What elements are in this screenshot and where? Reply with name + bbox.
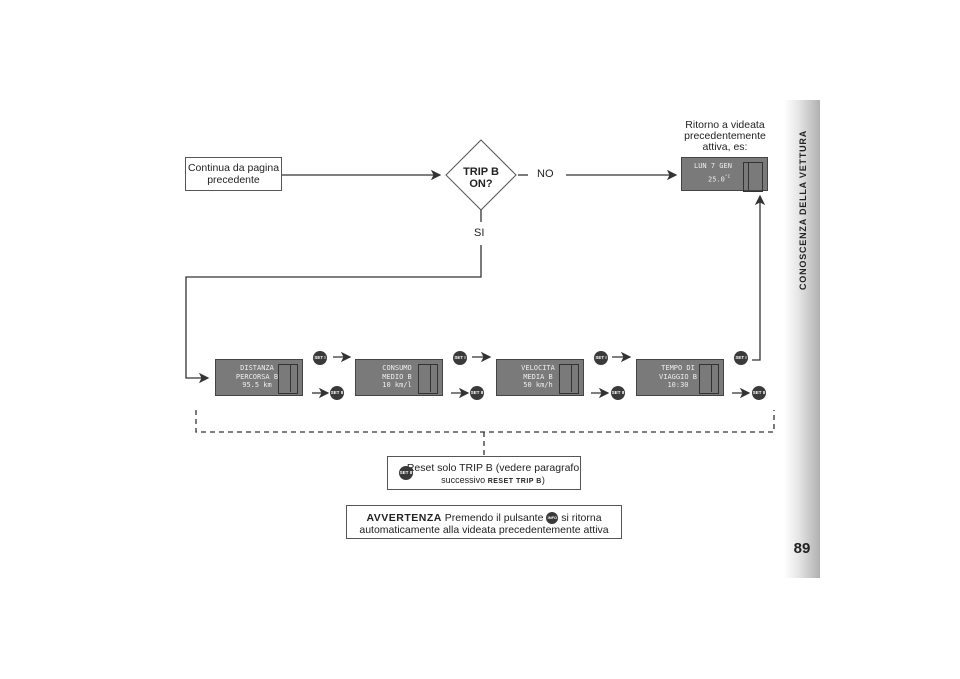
screen-line2: MEDIO B: [382, 372, 412, 381]
set-ii-button[interactable]: SET II: [611, 386, 625, 400]
screen-text: DISTANZA PERCORSA B 95.5 km: [224, 364, 291, 392]
screen-line2: MEDIA B: [523, 372, 553, 381]
decision-label: TRIP B ON?: [463, 166, 499, 190]
screen-velocita: VELOCITA MEDIA B 50 km/h: [496, 359, 584, 396]
si-path: [185, 245, 482, 384]
return-display: LUN 7 GEN 25.0°C: [681, 157, 768, 192]
set-i-button[interactable]: SET I: [313, 351, 327, 365]
screen-side: [418, 364, 438, 394]
sidebar-section-title: CONOSCENZA DELLA VETTURA: [798, 130, 808, 290]
return-display-temp-row: 25.0°C: [694, 174, 748, 184]
start-box-line1: Continua da pagina: [187, 162, 280, 174]
screen-line3: 10:30: [667, 381, 689, 389]
screen-text: CONSUMO MEDIO B 10 km/l: [364, 364, 431, 392]
return-note-line1: Ritorno a videata: [685, 119, 765, 131]
screen-line1: TEMPO DI: [661, 364, 695, 372]
set-i-button[interactable]: SET I: [453, 351, 467, 365]
screen-line2: VIAGGIO B: [659, 372, 697, 381]
return-display-screen: LUN 7 GEN 25.0°C: [690, 162, 749, 190]
screen-side: [278, 364, 298, 394]
start-box: Continua da pagina precedente: [185, 157, 282, 191]
set-ii-button[interactable]: SET II: [470, 386, 484, 400]
set-i-button[interactable]: SET I: [734, 351, 748, 365]
warning-line2: automaticamente alla videata precedentem…: [359, 524, 609, 537]
screen-line1: CONSUMO: [382, 364, 412, 372]
return-display-line1: LUN 7 GEN: [694, 162, 732, 170]
screen-text: TEMPO DI VIAGGIO B 10:30: [645, 364, 712, 392]
reset-dashed-bracket: [195, 410, 775, 456]
screen-side: [559, 364, 579, 394]
reset-line2-end: ): [541, 475, 545, 485]
reset-line1: Reset solo TRIP B (vedere paragrafo: [406, 462, 580, 474]
return-display-unit: °C: [724, 174, 731, 180]
screen-line3: 50 km/h: [523, 381, 553, 389]
screen-line1: VELOCITA: [521, 364, 555, 372]
return-path: [752, 194, 766, 361]
yes-label: SI: [474, 227, 485, 239]
reset-box: SET II Reset solo TRIP B (vedere paragra…: [387, 456, 581, 490]
screen-distanza: DISTANZA PERCORSA B 95.5 km: [215, 359, 303, 396]
set-ii-button[interactable]: SET II: [330, 386, 344, 400]
warning-text1: Premendo il pulsante: [444, 512, 544, 524]
screen-line3: 10 km/l: [382, 381, 412, 389]
sidebar-title-text: CONOSCENZA DELLA VETTURA: [798, 130, 808, 290]
return-note: Ritorno a videata precedentemente attiva…: [680, 120, 770, 153]
start-box-line2: precedente: [207, 174, 260, 186]
return-display-temp: 25.0: [708, 174, 725, 183]
sidebar-band: [784, 100, 820, 578]
return-note-line3: attiva, es:: [702, 141, 748, 153]
screen-line3: 95.5 km: [242, 381, 272, 389]
warning-title: AVVERTENZA: [366, 512, 442, 524]
set-ii-button[interactable]: SET II: [752, 386, 766, 400]
screen-tempo: TEMPO DI VIAGGIO B 10:30: [636, 359, 724, 396]
reset-line2-row: successivo RESET TRIP B): [388, 474, 580, 488]
reset-set-ii-button[interactable]: SET II: [399, 466, 413, 480]
return-note-line2: precedentemente: [684, 130, 766, 142]
screen-side: [699, 364, 719, 394]
warning-line1: AVVERTENZA Premendo il pulsante INFO si …: [347, 512, 621, 525]
set-i-button[interactable]: SET I: [594, 351, 608, 365]
page-number: 89: [793, 540, 811, 557]
reset-line2-bold: RESET TRIP B: [487, 478, 542, 485]
warning-box: AVVERTENZA Premendo il pulsante INFO si …: [346, 505, 622, 539]
screen-line1: DISTANZA: [240, 364, 274, 372]
info-button[interactable]: INFO: [546, 512, 559, 525]
screen-line2: PERCORSA B: [235, 372, 279, 381]
warning-text2: si ritorna: [561, 512, 602, 524]
no-label: NO: [537, 168, 554, 180]
reset-line2: successivo: [441, 475, 486, 485]
return-display-side: [743, 162, 763, 192]
screen-text: VELOCITA MEDIA B 50 km/h: [505, 364, 572, 392]
screen-consumo: CONSUMO MEDIO B 10 km/l: [355, 359, 443, 396]
